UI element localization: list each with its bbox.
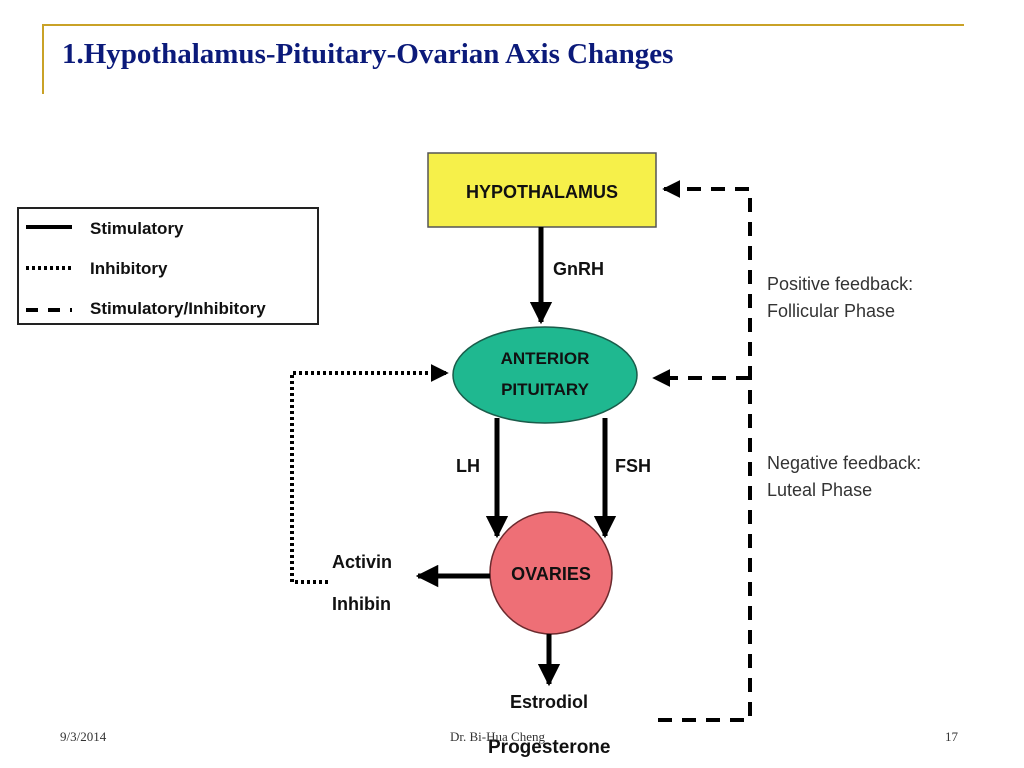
estrodiol-label: Estrodiol: [510, 692, 588, 712]
legend-label-stim-inhib: Stimulatory/Inhibitory: [90, 299, 266, 318]
hypothalamus-box: [427, 152, 657, 228]
footer-author: Dr. Bi-Hua Cheng: [450, 729, 545, 744]
pituitary-label-line2: PITUITARY: [501, 380, 589, 399]
steroid-feedback-dashed-line: [658, 180, 752, 722]
pituitary-ellipse: [452, 326, 638, 424]
follicular-phase-label: Follicular Phase: [767, 301, 895, 321]
ovaries-label: OVARIES: [511, 564, 591, 584]
legend-label-stimulatory: Stimulatory: [90, 219, 184, 238]
negative-feedback-label: Negative feedback:: [767, 453, 921, 473]
lh-label: LH: [456, 456, 480, 476]
title-frame-left: [42, 24, 44, 94]
legend: Stimulatory Inhibitory Stimulatory/Inhib…: [17, 207, 319, 325]
progesterone-label: Progesterone: [488, 737, 610, 758]
slide-title: 1.Hypothalamus-Pituitary-Ovarian Axis Ch…: [62, 38, 674, 70]
positive-feedback-label: Positive feedback:: [767, 274, 913, 294]
footer-page-number: 17: [945, 729, 958, 744]
gnrh-label: GnRH: [553, 259, 604, 279]
inhibin-feedback-dotted-line: [290, 364, 449, 584]
inhibin-label: Inhibin: [332, 594, 391, 614]
title-frame-top: [42, 24, 964, 26]
legend-label-inhibitory: Inhibitory: [90, 259, 168, 278]
footer-date: 9/3/2014: [60, 729, 107, 744]
luteal-phase-label: Luteal Phase: [767, 480, 872, 500]
hypothalamus-label: HYPOTHALAMUS: [466, 182, 618, 202]
activin-label: Activin: [332, 552, 392, 572]
fsh-label: FSH: [615, 456, 651, 476]
pituitary-label-line1: ANTERIOR: [501, 349, 590, 368]
